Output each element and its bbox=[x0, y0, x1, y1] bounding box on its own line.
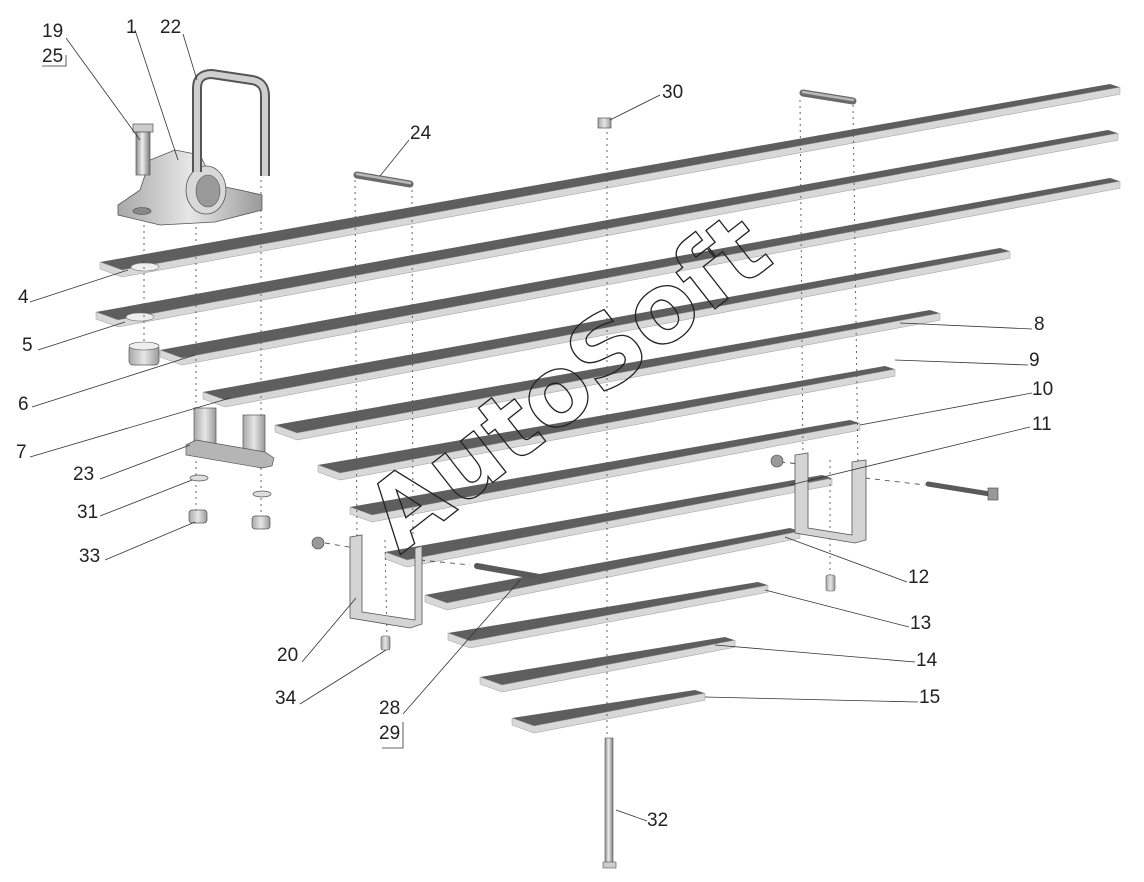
leader-lines bbox=[29, 29, 1033, 822]
leaf-4-edge bbox=[202, 250, 1011, 408]
eye-hole-2 bbox=[125, 312, 155, 322]
clamp-left-20 bbox=[311, 534, 423, 651]
clamp-bolt-28 bbox=[474, 563, 548, 581]
clamp-right-11 bbox=[770, 452, 867, 592]
leaf-10-edge bbox=[447, 584, 769, 649]
u-plate-23 bbox=[185, 407, 275, 469]
callout-13: 13 bbox=[910, 613, 931, 634]
callout-34: 34 bbox=[275, 688, 297, 709]
leaves-group bbox=[95, 84, 1121, 734]
center-nut-30 bbox=[597, 117, 612, 129]
callout-31: 31 bbox=[77, 502, 98, 523]
u-bolt-22 bbox=[192, 68, 270, 176]
callout-19: 19 bbox=[42, 21, 63, 42]
callout-22: 22 bbox=[160, 17, 181, 38]
leaf-11-edge bbox=[479, 639, 736, 693]
callout-28: 28 bbox=[379, 698, 400, 719]
bolt-right bbox=[925, 481, 999, 501]
callout-8: 8 bbox=[1034, 314, 1045, 335]
callout-32: 32 bbox=[647, 810, 668, 831]
callout-11: 11 bbox=[1032, 414, 1052, 435]
callout-20: 20 bbox=[277, 645, 298, 666]
leaf-4-top bbox=[203, 248, 1010, 400]
callout-labels: 19 25 1 22 24 30 4 5 6 7 23 31 33 8 9 10… bbox=[16, 17, 1053, 831]
callout-5: 5 bbox=[22, 335, 33, 356]
leaf-6-top bbox=[318, 366, 895, 473]
callout-24: 24 bbox=[410, 123, 432, 144]
bolt-19 bbox=[132, 123, 154, 176]
pin-24 bbox=[353, 171, 414, 188]
leaf-9-edge bbox=[424, 530, 801, 611]
leaf-5-top bbox=[275, 310, 940, 433]
pin-top-right bbox=[799, 89, 857, 105]
callout-1: 1 bbox=[126, 17, 137, 38]
eye-hole-1 bbox=[130, 262, 160, 272]
callout-30: 30 bbox=[662, 82, 683, 103]
center-bolt-32 bbox=[602, 737, 617, 869]
leaf-2-top bbox=[96, 130, 1118, 320]
leaf-7-edge bbox=[349, 422, 861, 523]
leaf-1-main-edge bbox=[99, 86, 1121, 278]
callout-4: 4 bbox=[18, 287, 29, 308]
leaf-9-top bbox=[425, 528, 800, 603]
leaf-7-top bbox=[350, 420, 860, 515]
callout-10: 10 bbox=[1032, 379, 1053, 400]
callout-6: 6 bbox=[18, 394, 29, 415]
leaf-2-edge bbox=[95, 132, 1119, 328]
bushing bbox=[128, 341, 160, 366]
callout-15: 15 bbox=[919, 687, 940, 708]
washers-nuts-left bbox=[188, 474, 272, 530]
leaf-3-edge bbox=[159, 180, 1121, 366]
spring-bracket bbox=[117, 149, 263, 226]
leaf-1-main-top bbox=[100, 84, 1120, 270]
leaf-5-edge bbox=[274, 312, 941, 441]
leaf-12-top bbox=[512, 690, 705, 726]
leaf-6-edge bbox=[317, 368, 896, 481]
leaf-12-edge bbox=[511, 692, 706, 734]
callout-14: 14 bbox=[916, 650, 938, 671]
callout-12: 12 bbox=[908, 567, 929, 588]
watermark: AutoSoft bbox=[345, 191, 790, 573]
leaf-11-top bbox=[480, 637, 735, 685]
leaf-3-top bbox=[160, 178, 1120, 358]
callout-23: 23 bbox=[73, 464, 94, 485]
callout-9: 9 bbox=[1029, 350, 1040, 371]
leaf-10-top bbox=[448, 582, 768, 641]
leaf-8-top bbox=[385, 475, 832, 560]
callout-25: 25 bbox=[42, 46, 63, 67]
callout-29: 29 bbox=[379, 723, 400, 744]
callout-7: 7 bbox=[16, 442, 27, 463]
callout-33: 33 bbox=[79, 546, 100, 567]
